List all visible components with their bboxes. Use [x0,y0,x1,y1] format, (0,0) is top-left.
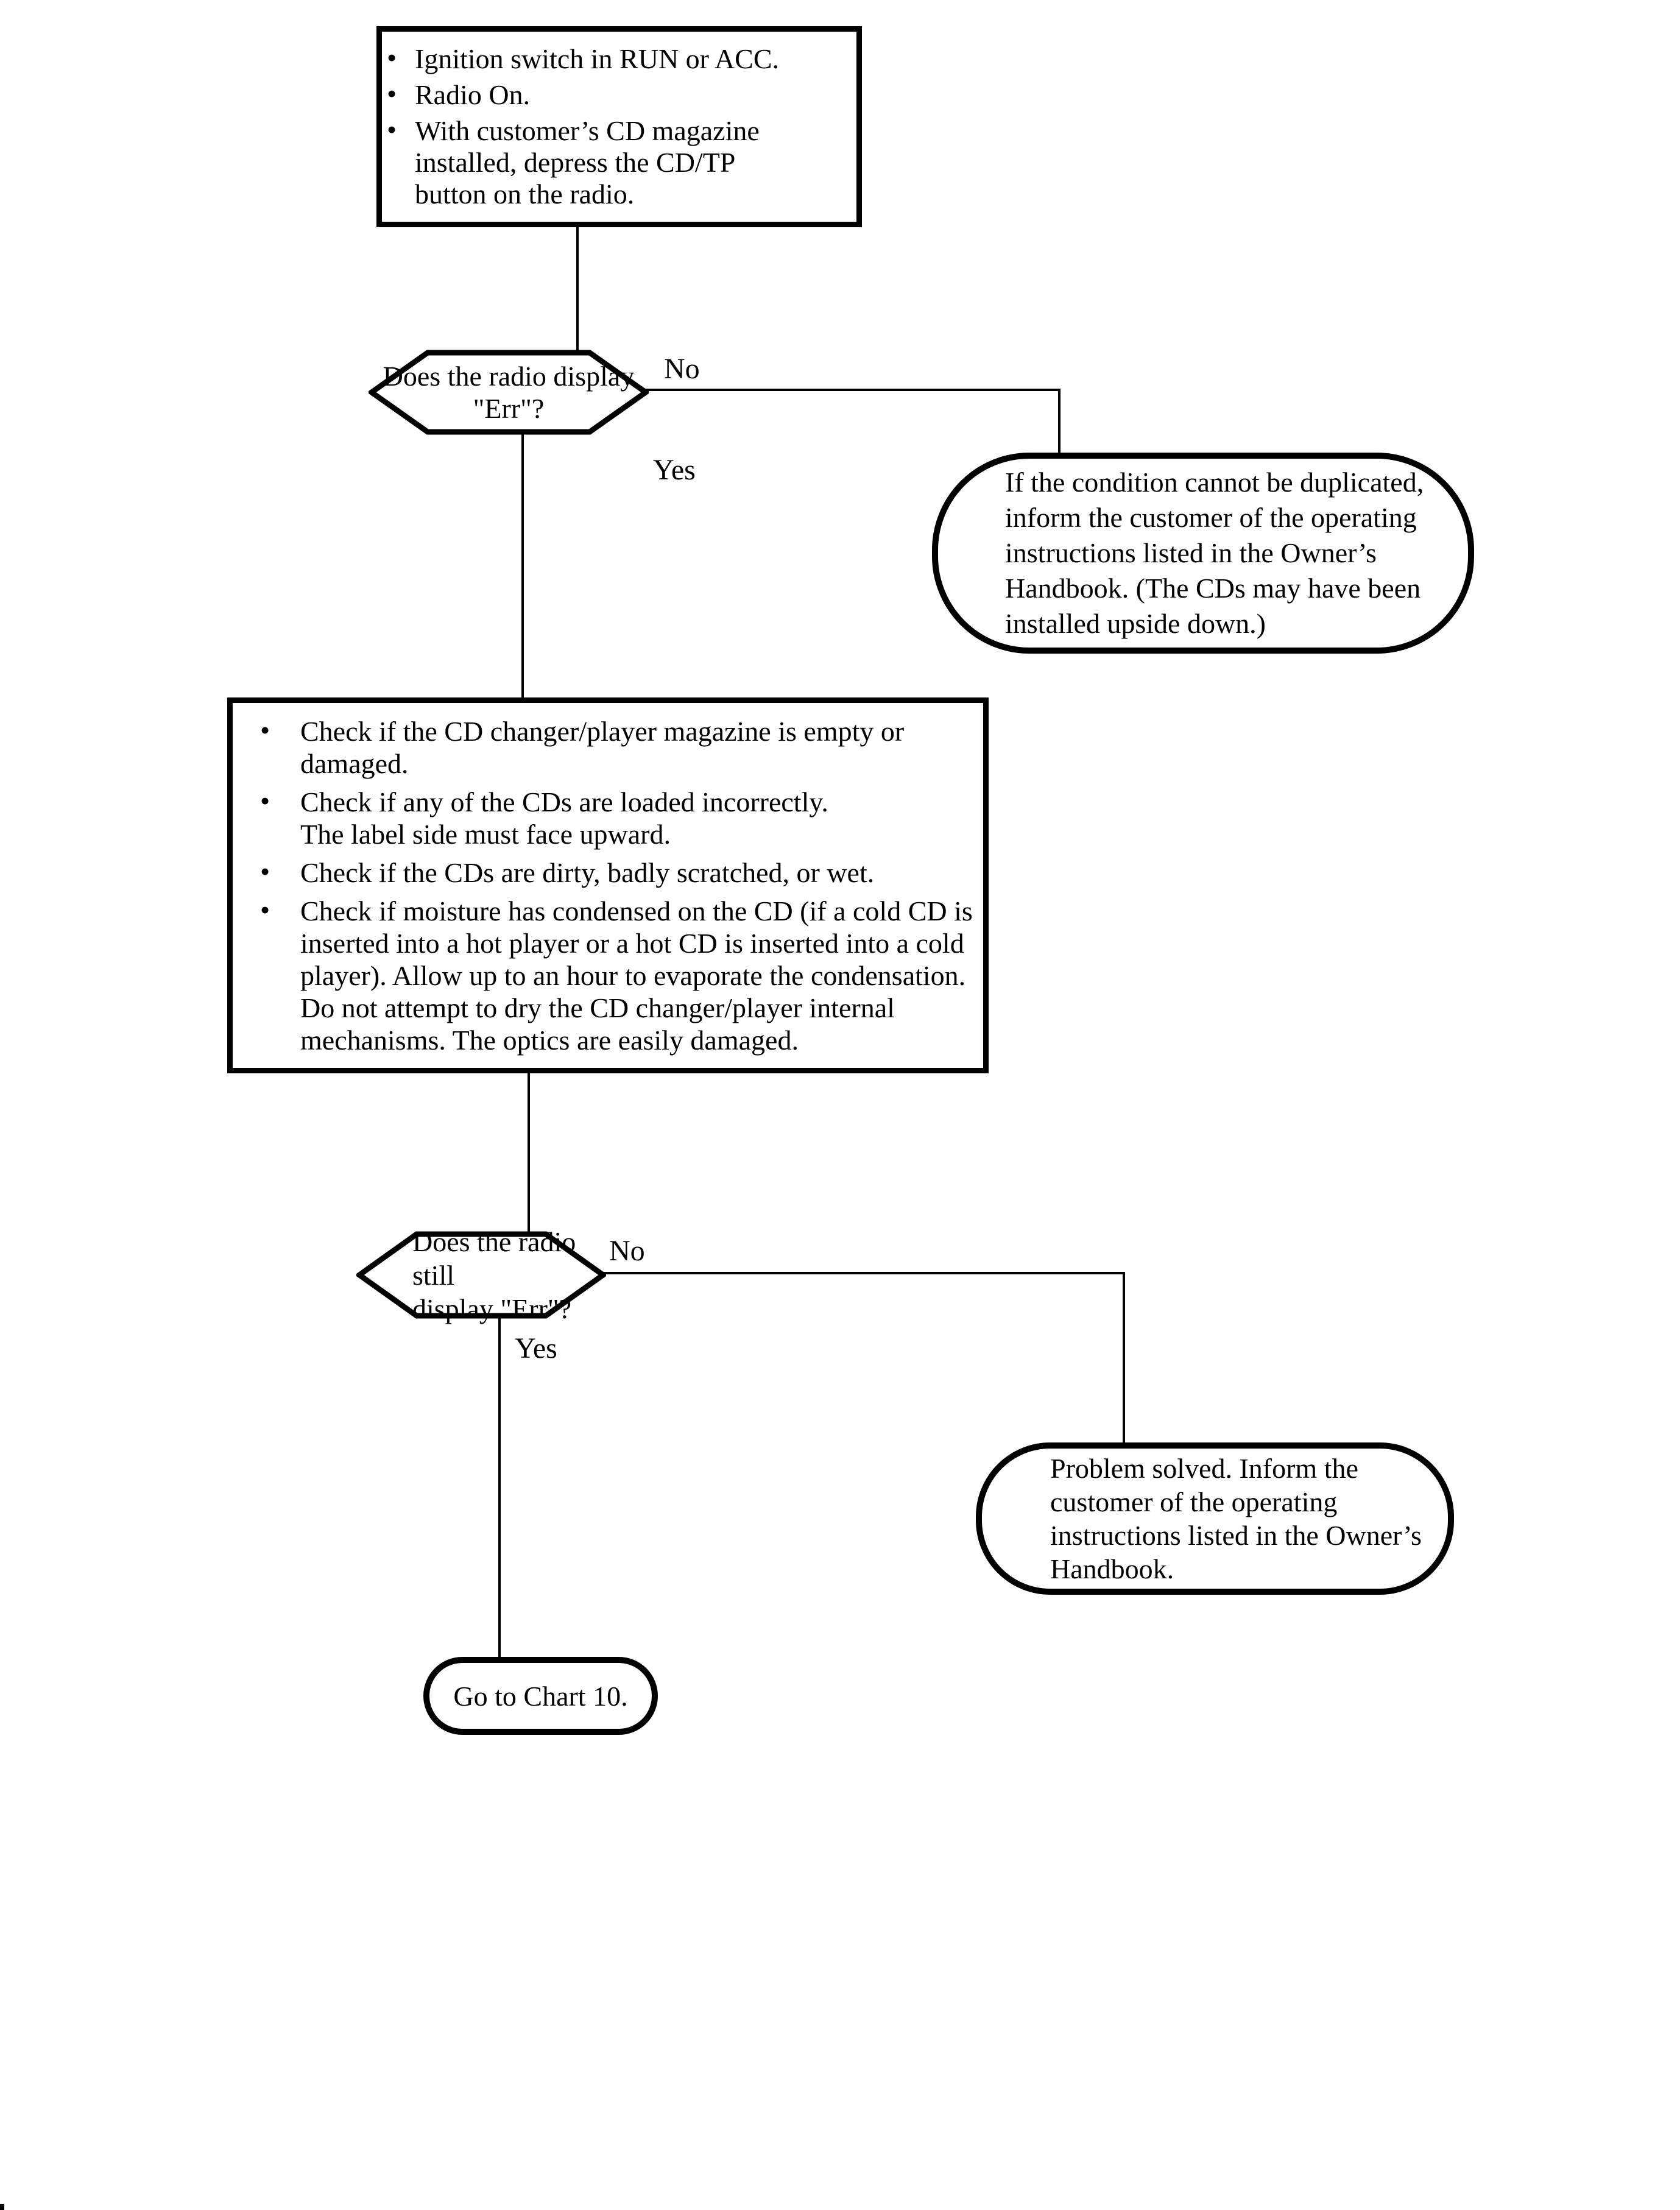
terminal-cannot-duplicate-text: If the condition cannot be duplicated, i… [1005,467,1424,639]
bullet-icon: • [260,855,270,887]
decision-2-hexagon-shape [356,1231,606,1319]
connector-decision2-no-vertical [1123,1272,1125,1446]
decision-1-question: Does the radio display "Err"? [369,350,649,435]
list-item: • Radio On. [382,78,856,111]
terminal-problem-solved: Problem solved. Inform the customer of t… [976,1442,1454,1595]
decision-2-no-label: No [609,1235,645,1267]
checklist-box: • Check if the CD changer/player magazin… [227,697,989,1073]
list-item: • Check if the CD changer/player magazin… [233,715,983,780]
connector-decision1-no-horizontal [643,389,1061,391]
terminal-problem-solved-text: Problem solved. Inform the customer of t… [1050,1453,1422,1584]
terminal-goto-chart-10: Go to Chart 10. [423,1657,658,1735]
checklist: • Check if the CD changer/player magazin… [233,709,983,1062]
decision-1-no-label: No [664,353,700,385]
bullet-icon: • [387,114,397,145]
start-bullet-text: Radio On. [415,79,531,110]
start-conditions-box: • Ignition switch in RUN or ACC. • Radio… [376,26,862,227]
connector-start-to-decision1 [576,225,579,355]
bullet-icon: • [260,785,270,816]
start-conditions-list: • Ignition switch in RUN or ACC. • Radio… [382,39,856,214]
checklist-bullet-text: Check if the CDs are dirty, badly scratc… [300,856,875,888]
checklist-bullet-text: Check if moisture has condensed on the C… [300,895,973,1056]
connector-decision1-no-vertical [1058,389,1061,457]
connector-decision2-yes [498,1314,501,1659]
scan-artifact [0,2204,4,2210]
hexagon-icon [369,350,649,435]
decision-1-text: Does the radio display "Err"? [383,361,635,424]
bullet-icon: • [260,714,270,746]
list-item: • Check if moisture has condensed on the… [233,894,983,1056]
bullet-icon: • [387,78,397,109]
decision-1-yes-label: Yes [653,454,696,486]
decision-2-question: Does the radio still display "Err"? [412,1226,607,1324]
decision-2-yes-label: Yes [515,1332,557,1364]
checklist-bullet-text: Check if any of the CDs are loaded incor… [300,786,828,850]
start-bullet-text: With customer’s CD magazine installed, d… [415,115,760,210]
list-item: • Ignition switch in RUN or ACC. [382,42,856,75]
terminal-goto-chart-10-text: Go to Chart 10. [453,1680,628,1712]
list-item: • Check if any of the CDs are loaded inc… [233,785,983,850]
bullet-icon: • [260,894,270,925]
checklist-bullet-text: Check if the CD changer/player magazine … [300,715,905,779]
bullet-icon: • [387,42,397,73]
list-item: • Check if the CDs are dirty, badly scra… [233,856,983,889]
connector-decision2-no-horizontal [600,1272,1125,1274]
connector-checklist-to-decision2 [528,1072,530,1237]
hexagon-icon [356,1231,606,1319]
decision-1-hexagon-shape [369,350,649,435]
terminal-cannot-duplicate: If the condition cannot be duplicated, i… [932,453,1474,654]
start-bullet-text: Ignition switch in RUN or ACC. [415,43,780,74]
decision-2-text: Does the radio still display "Err"? [412,1226,576,1324]
connector-decision1-yes [521,429,524,700]
list-item: • With customer’s CD magazine installed,… [382,114,856,210]
